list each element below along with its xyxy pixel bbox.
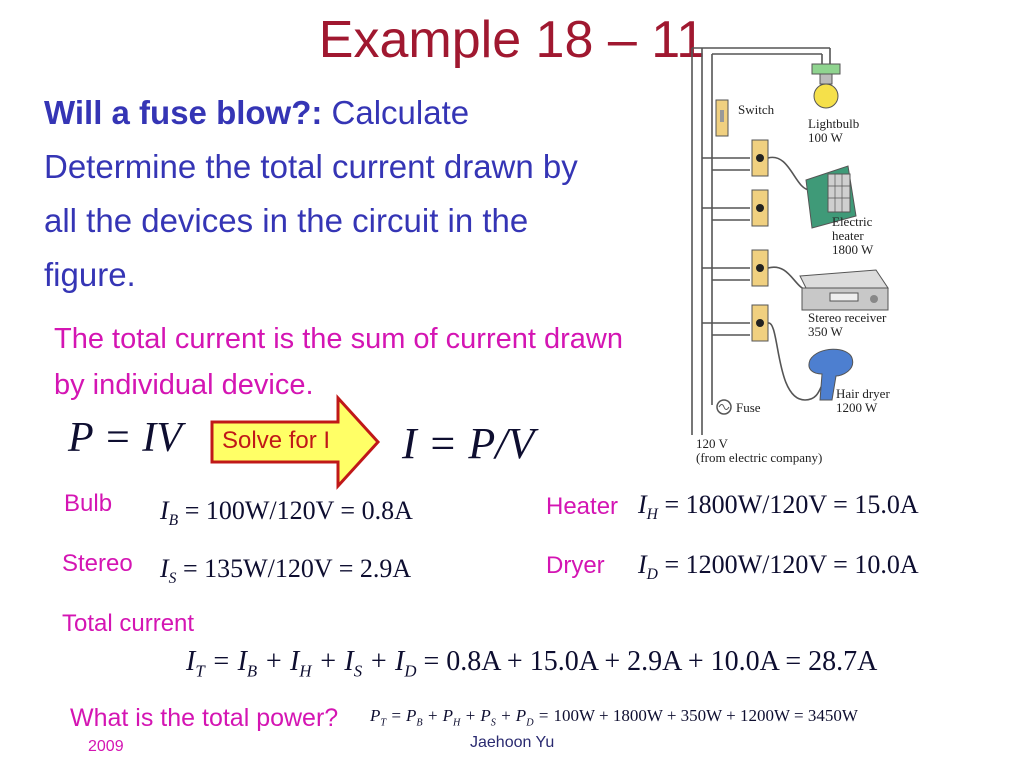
eq-total-current: IT = IB + IH + IS + ID = 0.8A + 15.0A + …	[186, 646, 878, 681]
arrow-icon	[210, 394, 381, 490]
arrow-label: Solve for I	[222, 427, 331, 454]
footer-year: 2009	[88, 738, 124, 755]
fig-dryer: Hair dryer	[836, 386, 890, 401]
slide-title: Example 18 – 11	[318, 11, 706, 69]
circuit-figure: Switch Lightbulb 100 W Electric heater 1…	[691, 47, 890, 465]
eq-bulb: IB = 100W/120V = 0.8A	[160, 496, 413, 530]
label-stereo: Stereo	[62, 550, 133, 577]
fig-lightbulb: Lightbulb	[808, 116, 859, 131]
fig-dryer-w: 1200 W	[836, 400, 878, 415]
fig-fuse: Fuse	[736, 400, 761, 415]
fig-source: (from electric company)	[696, 450, 822, 465]
fig-volts: 120 V	[696, 436, 729, 451]
explanation-text: The total current is the sum of current …	[54, 323, 623, 401]
eq-stereo: IS = 135W/120V = 2.9A	[160, 554, 412, 588]
eq-heater: IH = 1800W/120V = 15.0A	[638, 490, 919, 524]
fig-switch: Switch	[738, 102, 775, 117]
question-lead: Calculate	[322, 94, 470, 131]
label-total-power: What is the total power?	[70, 704, 339, 732]
fig-heater: Electric	[832, 214, 873, 229]
formula-power: P = IV	[68, 415, 182, 461]
fig-lightbulb-w: 100 W	[808, 130, 844, 145]
eq-total-power: PT = PB + PH + PS + PD = 100W + 1800W + …	[370, 706, 858, 729]
footer-author: Jaehoon Yu	[470, 734, 555, 751]
fig-stereo-w: 350 W	[808, 324, 844, 339]
fig-stereo: Stereo receiver	[808, 310, 887, 325]
fig-heater2: heater	[832, 228, 864, 243]
label-heater: Heater	[546, 493, 619, 520]
question-bold: Will a fuse blow?:	[44, 94, 323, 131]
label-total-current: Total current	[62, 610, 195, 637]
question-body: Determine the total current drawn by all…	[44, 148, 578, 293]
formula-current: I = P/V	[402, 419, 535, 468]
label-dryer: Dryer	[546, 552, 605, 579]
eq-dryer: ID = 1200W/120V = 10.0A	[638, 550, 919, 584]
label-bulb: Bulb	[64, 490, 113, 517]
question-text: Will a fuse blow?: Calculate Determine t…	[44, 86, 614, 302]
fig-heater-w: 1800 W	[832, 242, 874, 257]
